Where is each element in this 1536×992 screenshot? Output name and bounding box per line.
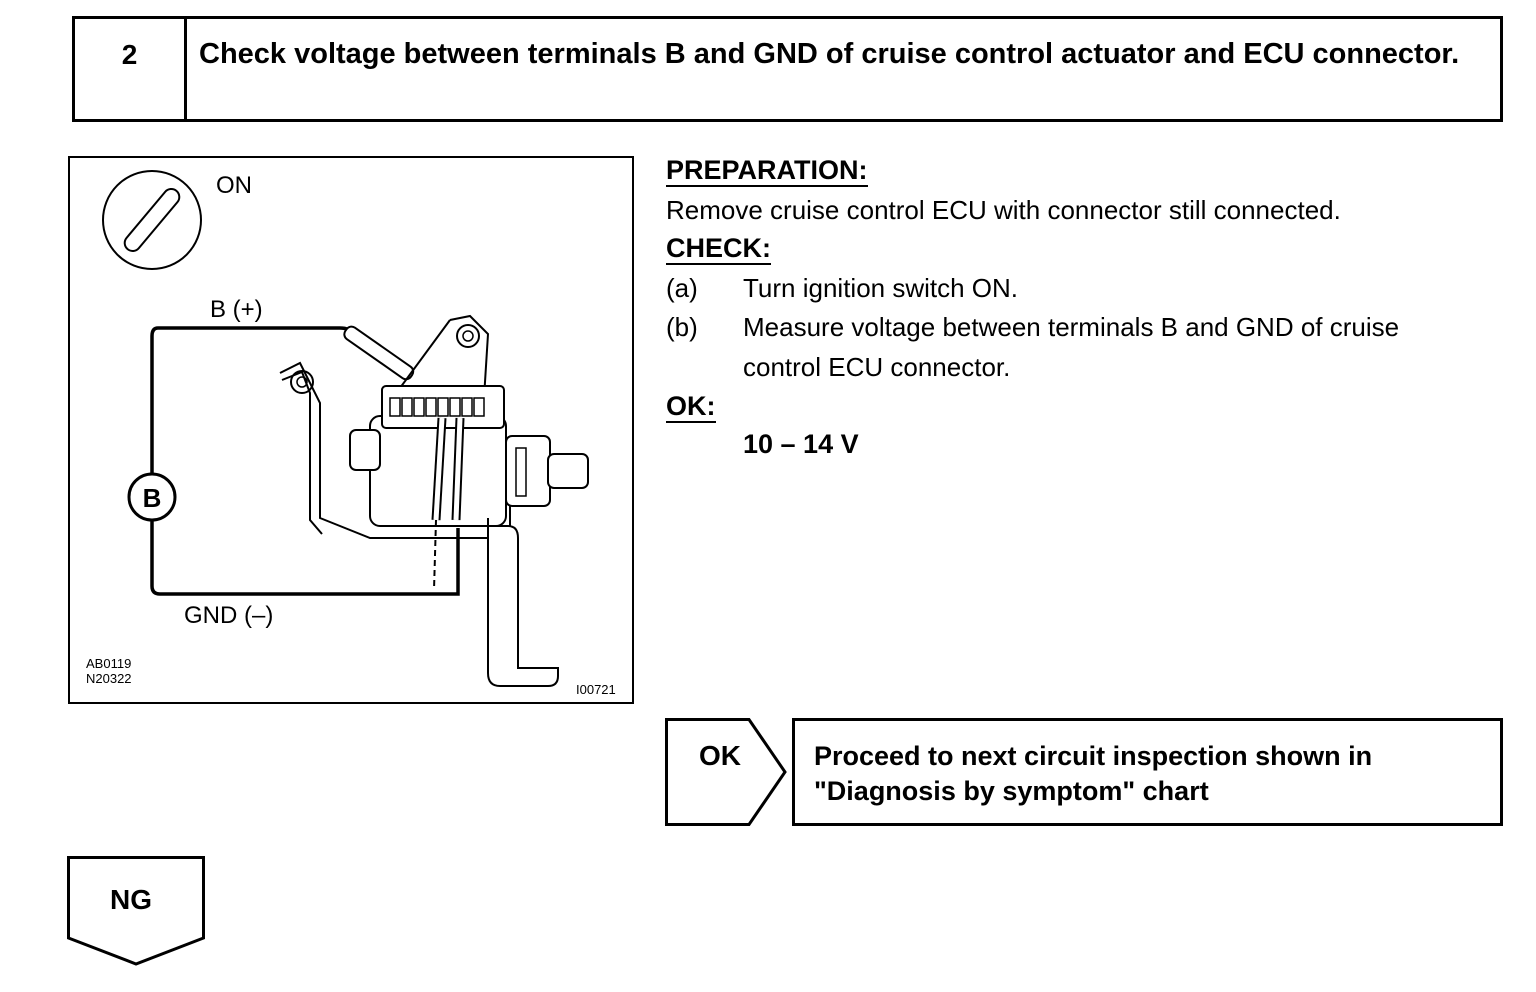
ng-label: NG xyxy=(110,884,152,915)
preparation-heading-text: PREPARATION: xyxy=(666,155,868,187)
actuator-diagram xyxy=(102,170,589,687)
check-heading: CHECK: xyxy=(666,232,771,265)
ignition-key-icon xyxy=(102,170,202,270)
step-letter: (b) xyxy=(666,312,698,342)
preparation-text: Remove cruise control ECU with connector… xyxy=(666,195,1341,225)
step-title: Check voltage between terminals B and GN… xyxy=(199,38,1460,70)
wiring-illustration: ON B (+) GND (–) B AB0119 N20322 I00721 xyxy=(68,156,634,704)
check-heading-text: CHECK: xyxy=(666,233,771,265)
ok-label: OK xyxy=(699,740,741,771)
ok-result-line1: Proceed to next circuit inspection shown… xyxy=(814,741,1373,771)
step-text: Measure voltage between terminals B and … xyxy=(743,312,1400,342)
figure-code: AB0119 N20322 xyxy=(86,656,132,686)
meter-label: B xyxy=(142,483,162,513)
figure-code-line1: AB0119 xyxy=(86,656,132,671)
preparation-heading: PREPARATION: xyxy=(666,154,868,187)
figure-code-right: I00721 xyxy=(576,682,616,697)
voltmeter-icon xyxy=(127,472,177,522)
ok-value: 10 – 14 V xyxy=(743,429,859,459)
ng-arrow-box: NG xyxy=(67,856,205,966)
step-text: Turn ignition switch ON. xyxy=(743,273,1019,303)
step-header: 2 Check voltage between terminals B and … xyxy=(72,16,1503,122)
ok-heading-text: OK: xyxy=(666,391,716,423)
down-arrow-shape xyxy=(67,856,205,966)
gnd-label: GND (–) xyxy=(184,602,274,629)
b-plus-label: B (+) xyxy=(210,296,263,323)
ok-result-box: Proceed to next circuit inspection shown… xyxy=(792,718,1503,826)
ok-arrow-box: OK xyxy=(665,718,787,826)
ignition-on-label: ON xyxy=(216,172,252,199)
step-text-cont: control ECU connector. xyxy=(743,352,1011,382)
right-arrow-shape xyxy=(665,718,787,826)
ok-heading: OK: xyxy=(666,390,716,423)
figure-code-line2: N20322 xyxy=(86,671,132,686)
step-number: 2 xyxy=(75,19,187,119)
step-letter: (a) xyxy=(666,273,698,303)
ok-result-line2: "Diagnosis by symptom" chart xyxy=(814,776,1209,806)
